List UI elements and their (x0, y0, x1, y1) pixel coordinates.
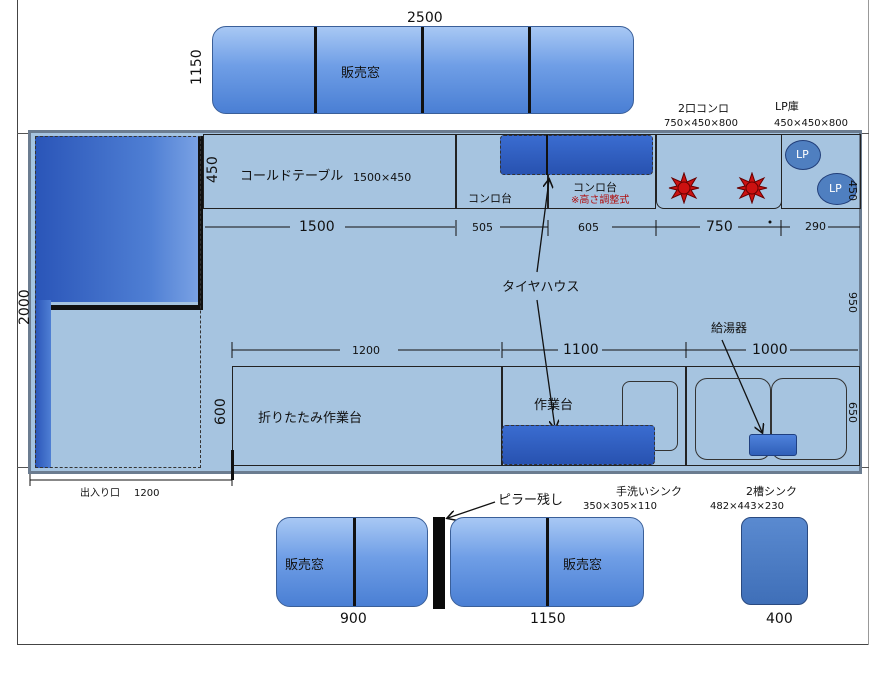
bottom-serving-window-right: 販売窓 (450, 517, 644, 607)
top-window-width: 2500 (407, 10, 443, 26)
folding-table (232, 366, 502, 466)
water-heater-length: 1000 (752, 342, 788, 358)
folding-table-edge (231, 450, 234, 480)
work-table-length: 1100 (563, 342, 599, 358)
page-bottom-border (17, 644, 869, 645)
entrance-label: 出入り口 (80, 488, 120, 499)
folding-table-length: 1200 (352, 344, 380, 357)
corner-fixture-top (35, 136, 199, 302)
hand-sink-size: 350×305×110 (583, 501, 658, 512)
lp-tank-2-label: LP (829, 182, 842, 195)
burner-flame-icon (668, 172, 700, 204)
lp-tank-1-label: LP (796, 148, 809, 161)
water-heater-label: 給湯器 (711, 321, 748, 335)
top-window-label: 販売窓 (341, 66, 381, 81)
bottom-serving-window-left: 販売窓 (276, 517, 428, 607)
entrance-width: 1200 (134, 488, 160, 499)
double-sink-area (686, 366, 860, 466)
tire-house-top (500, 135, 653, 175)
pillar-label: ピラー残し (498, 493, 564, 508)
water-tank (741, 517, 808, 605)
lp-storage-label: LP庫 (775, 100, 799, 113)
stove-base-1-length: 505 (472, 221, 493, 234)
water-tank-width: 400 (766, 611, 793, 627)
folding-table-label: 折りたたみ作業台 (258, 411, 363, 426)
burner-size: 750×450×800 (664, 118, 739, 129)
corner-fixture-edge-h (51, 305, 203, 310)
lp-storage (781, 134, 861, 209)
page-right-border (868, 0, 869, 645)
tire-house-label: タイヤハウス (502, 280, 580, 295)
burner-length: 750 (706, 219, 733, 235)
top-serving-window: 販売窓 (212, 26, 634, 114)
hand-sink-label: 手洗いシンク (616, 485, 682, 498)
stove-base-2-length: 605 (578, 221, 599, 234)
lp-storage-size: 450×450×800 (774, 118, 849, 129)
corner-fixture-strip (35, 300, 51, 468)
double-sink-label: 2槽シンク (746, 485, 797, 498)
truck-floor (28, 130, 862, 474)
lp-tank-1 (785, 140, 821, 170)
double-sink-size: 482×443×230 (710, 501, 785, 512)
bottom-window-left-label: 販売窓 (285, 558, 325, 573)
tire-house-bottom (502, 425, 655, 465)
lp-storage-length: 290 (805, 220, 826, 233)
cold-table-length: 1500 (299, 219, 335, 235)
stove-base-1-label: コンロ台 (468, 192, 512, 205)
burner-label: 2口コンロ (678, 102, 729, 115)
work-table (502, 366, 686, 466)
bottom-window-right-width: 1150 (530, 611, 566, 627)
tire-house-top-divider (546, 135, 548, 175)
water-heater-unit (749, 434, 797, 456)
cold-table (203, 134, 456, 209)
double-sink-basin-2 (771, 378, 847, 460)
lp-tank-2 (817, 173, 857, 205)
page-left-border (17, 0, 18, 645)
pillar (433, 517, 445, 609)
double-sink-basin-1 (695, 378, 771, 460)
burner-flame-icon-2 (736, 172, 768, 204)
stove-base-2-note: ※高さ調整式 (571, 195, 630, 206)
cold-table-size: 1500×450 (353, 171, 412, 184)
bottom-window-left-width: 900 (340, 611, 367, 627)
cold-table-label: コールドテーブル (240, 169, 344, 184)
stove-base-2-label: コンロ台 (573, 181, 617, 194)
bottom-window-right-label: 販売窓 (563, 558, 603, 573)
work-table-label: 作業台 (534, 398, 574, 413)
